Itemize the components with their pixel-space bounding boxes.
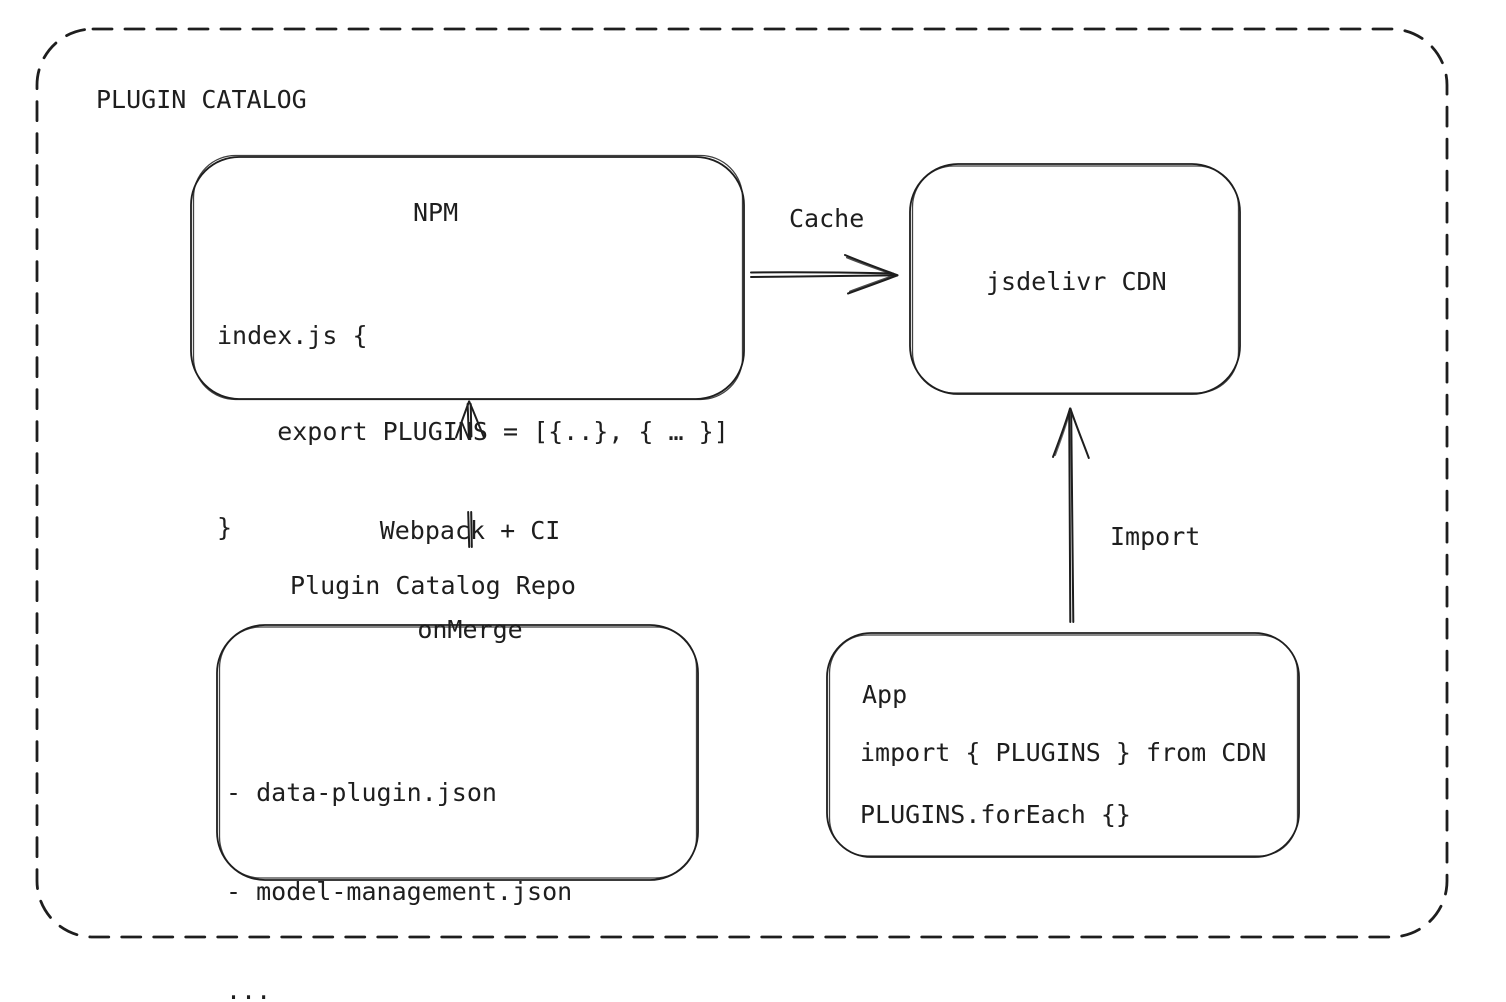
npm-code-line: index.js {	[217, 321, 368, 350]
cache-arrow	[750, 254, 899, 295]
cdn-box-label: jsdelivr CDN	[986, 267, 1167, 296]
repo-item: - data-plugin.json	[226, 778, 497, 807]
import-arrow-label: Import	[1110, 522, 1201, 551]
repo-box-label: Plugin Catalog Repo	[290, 571, 576, 600]
build-arrow-label: Webpack + CI onMerge	[360, 448, 580, 712]
npm-code-line: export PLUGINS = [{..}, { … }]	[217, 417, 729, 446]
cdn-box	[909, 163, 1241, 395]
repo-item: - model-management.json	[226, 877, 573, 906]
build-arrow	[455, 400, 485, 548]
repo-item-list: - data-plugin.json - model-management.js…	[226, 710, 572, 1002]
repo-box	[216, 624, 699, 881]
app-code-line: PLUGINS.forEach {}	[860, 800, 1131, 829]
build-arrow-label-line2: onMerge	[417, 615, 523, 644]
cache-arrow-label: Cache	[789, 204, 865, 233]
app-code-line: import { PLUGINS } from CDN	[860, 738, 1267, 767]
diagram-title: PLUGIN CATALOG	[96, 85, 307, 114]
npm-code-block: index.js { export PLUGINS = [{..}, { … }…	[217, 256, 729, 608]
npm-box-title: NPM	[413, 198, 459, 227]
npm-box	[190, 154, 745, 401]
repo-item: ...	[226, 976, 272, 1002]
build-arrow-label-line1: Webpack + CI	[379, 516, 561, 545]
npm-code-line: }	[217, 513, 233, 542]
app-box	[826, 632, 1300, 858]
diagram-frame	[35, 27, 1449, 939]
import-arrow	[1052, 407, 1090, 623]
app-box-title: App	[862, 680, 908, 709]
